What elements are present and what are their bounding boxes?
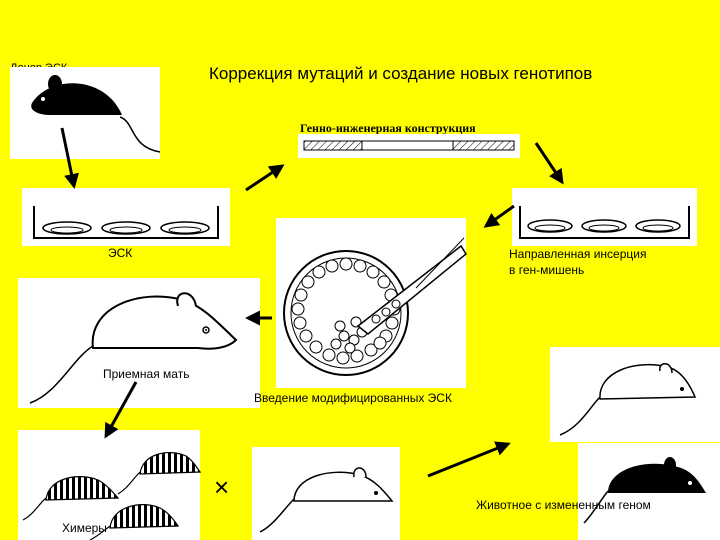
introduction-label: Введение модифицированных ЭСК bbox=[254, 391, 452, 405]
black-mouse-icon bbox=[583, 457, 706, 524]
arrow-icon bbox=[245, 164, 285, 192]
arrow-icon bbox=[104, 381, 138, 439]
blastocyst-icon bbox=[283, 237, 467, 376]
recipient-mother-label: Приемная мать bbox=[103, 367, 190, 381]
arrow-icon bbox=[60, 127, 79, 189]
gene-construct-label: Генно-инженерная конструкция bbox=[300, 121, 476, 135]
white-mouse-icon bbox=[259, 467, 394, 533]
modified-animal-label: Животное с измененным геном bbox=[476, 498, 651, 512]
directed-insertion-label: Направленная инсерция в ген-мишень bbox=[509, 247, 647, 277]
arrow-icon bbox=[534, 142, 564, 185]
black-mouse-icon bbox=[31, 75, 161, 153]
gene-construct-icon bbox=[303, 140, 515, 151]
diagram-title: Коррекция мутаций и создание новых генот… bbox=[209, 64, 593, 83]
arrow-icon bbox=[427, 441, 511, 478]
white-mouse-icon bbox=[29, 292, 238, 404]
culture-dish-icon bbox=[519, 206, 690, 239]
chimeras-label: Химеры bbox=[62, 521, 107, 535]
arrow-icon bbox=[483, 204, 515, 228]
cross-symbol: × bbox=[214, 472, 230, 502]
esc-label: ЭСК bbox=[108, 246, 133, 260]
striped-mouse-icon bbox=[22, 452, 202, 540]
esc-dish-panel bbox=[22, 188, 230, 246]
white-mouse-icon bbox=[559, 363, 697, 436]
insertion-dish-panel bbox=[512, 188, 697, 246]
culture-dish-icon bbox=[33, 206, 219, 239]
